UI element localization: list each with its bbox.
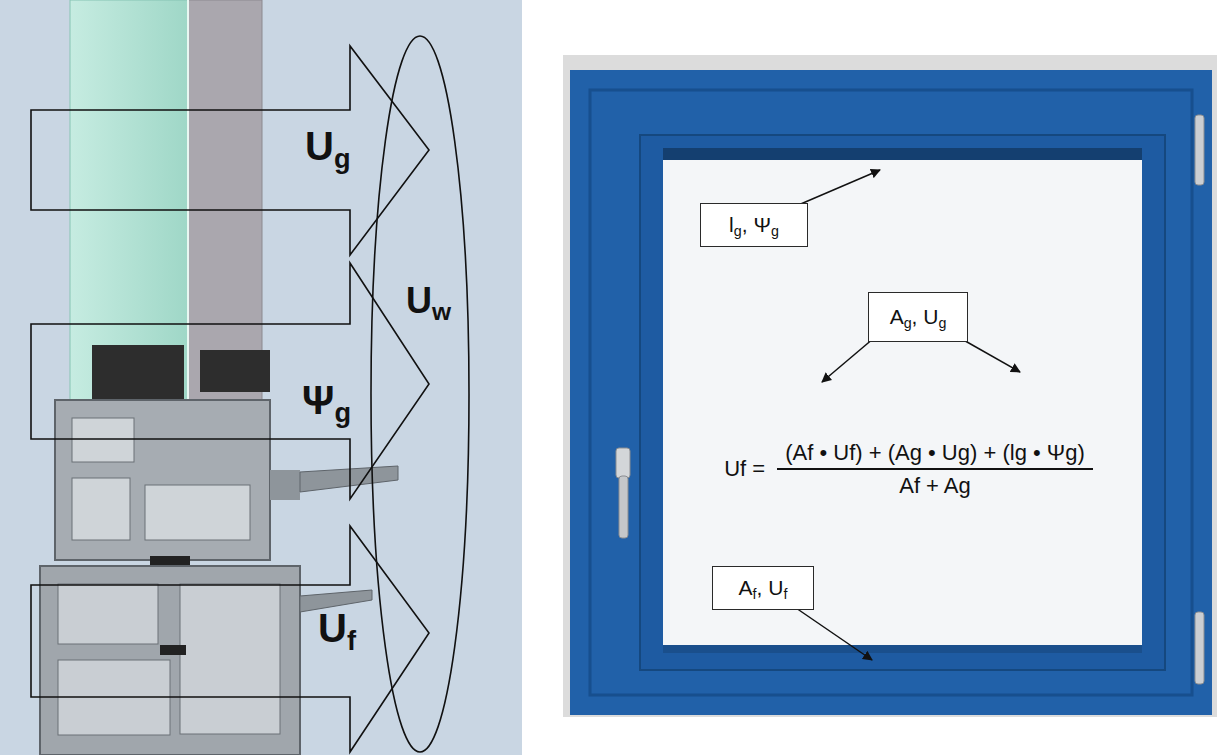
subscript-letter: g (1015, 440, 1027, 465)
callout-box: lg, Ψg (700, 203, 808, 247)
subscript-letter: w (432, 298, 451, 325)
subscript-letter: f (347, 625, 356, 656)
callout-text: lg, Ψg (729, 213, 779, 237)
window-sash (640, 135, 1165, 670)
callout-text: Af, Uf (739, 576, 788, 600)
formula-lhs: Uf = (724, 456, 765, 481)
profile-chamber (72, 478, 130, 540)
subscript-letter: f (753, 586, 757, 602)
profile-chamber (180, 584, 280, 734)
sash-flap (300, 466, 398, 492)
subscript-letter: g (910, 440, 922, 465)
callout-text: Ag, Ug (890, 305, 947, 329)
subscript-letter: g (959, 473, 971, 498)
leader-arrow (796, 608, 872, 660)
frame-rebate (590, 90, 1192, 695)
callout-box: Af, Uf (712, 566, 814, 610)
fraction-bar (777, 468, 1093, 470)
arrow-outline (31, 46, 429, 255)
hinge (1195, 115, 1204, 185)
arrow-outline (30, 525, 430, 753)
arrow-outline (31, 526, 429, 752)
window-handle (616, 448, 630, 478)
gasket (200, 350, 270, 392)
subscript-letter: g (334, 143, 351, 174)
glass-area (663, 158, 1142, 647)
heat-flow-arrow: Uf (30, 525, 430, 753)
symbol-label: Uf (318, 605, 356, 651)
formula-denominator: Af + Ag (899, 473, 971, 498)
profile-chamber (58, 584, 158, 644)
subscript-letter: f (807, 440, 813, 465)
callout-box: Ag, Ug (868, 292, 968, 342)
arrow-outline (30, 45, 430, 257)
arrow-outline (31, 263, 429, 499)
subscript-letter: f (914, 473, 920, 498)
frame-profile (40, 566, 300, 755)
photo-background (563, 55, 1217, 717)
symbol-label: Ug (305, 123, 351, 169)
glazing-bead (663, 645, 1142, 653)
subscript-letter: f (740, 456, 746, 481)
total-ellipse: Uw (370, 35, 470, 753)
sash-profile (55, 400, 270, 560)
subscript-letter: g (904, 315, 912, 331)
panel-background (0, 0, 522, 755)
arrow-outline (30, 262, 430, 500)
subscript-letter: g (958, 440, 970, 465)
ellipse-outline (371, 36, 469, 752)
subscript-letter: f (783, 586, 787, 602)
subscript-letter: g (1065, 440, 1077, 465)
heat-flow-arrow: Ψg (30, 262, 430, 500)
subscript-letter: g (938, 315, 946, 331)
heat-flow-arrow: Ug (30, 45, 430, 257)
thermal-break (160, 645, 186, 655)
profile-chamber (145, 485, 250, 540)
leader-arrow (960, 338, 1020, 372)
subscript-letter: g (771, 223, 779, 239)
symbol-label: Uw (406, 280, 451, 321)
leader-arrow (822, 338, 874, 382)
window-frame (570, 70, 1212, 715)
formula-numerator: (Af • Uf) + (Ag • Ug) + (lg • Ψg) (785, 440, 1085, 465)
subscript-letter: g (334, 397, 351, 428)
ellipse-outline (370, 35, 470, 753)
sash-flap (270, 470, 300, 500)
glazing-bead (663, 148, 1142, 160)
window-handle (619, 476, 628, 538)
profile-chamber (72, 418, 134, 462)
hinge (1195, 612, 1204, 684)
gasket (92, 345, 184, 400)
subscript-letter: f (849, 440, 855, 465)
subscript-letter: g (734, 223, 742, 239)
leader-arrow (796, 170, 880, 206)
symbol-label: Ψg (302, 377, 351, 423)
